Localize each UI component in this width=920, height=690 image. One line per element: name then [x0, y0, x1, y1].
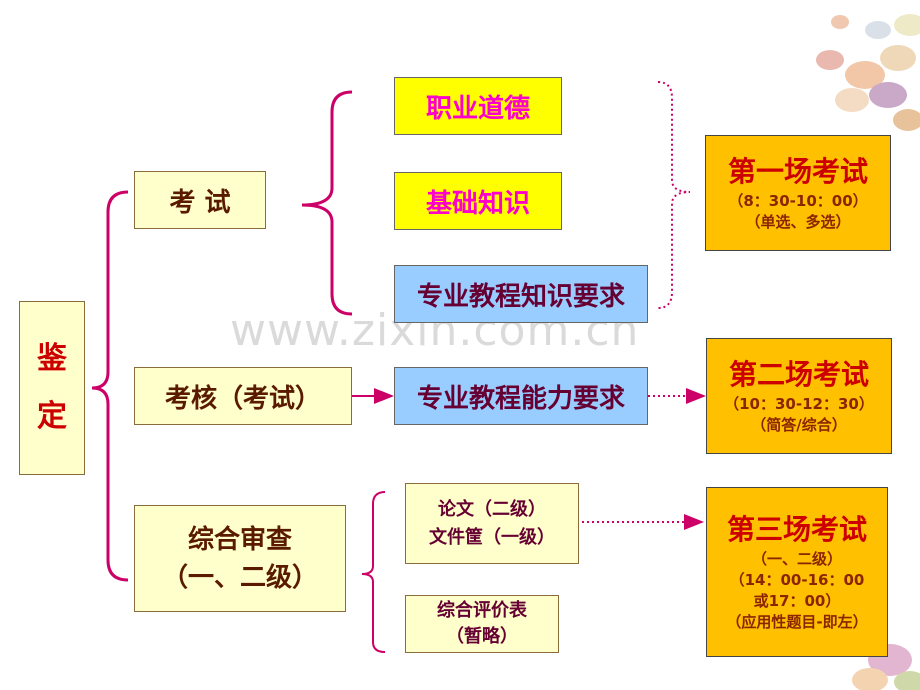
- root-node: 鉴 定: [19, 301, 85, 475]
- review-label-1: 综合审查: [187, 524, 292, 555]
- knowledge-node: 专业教程知识要求: [394, 265, 648, 323]
- ability-label: 专业教程能力要求: [416, 383, 625, 414]
- thesis-label-1: 论文（二级）: [438, 498, 546, 520]
- exam-label: 考 试: [169, 187, 231, 218]
- session3-node: 第三场考试 （一、二级） （14：00-16：00 或17：00） （应用性题目…: [706, 487, 888, 657]
- session2-time: （10：30-12：30）: [724, 395, 874, 413]
- session2-type: （简答/综合）: [751, 416, 847, 434]
- session2-node: 第二场考试 （10：30-12：30） （简答/综合）: [706, 338, 892, 454]
- evaluation-node: 综合评价表 （暂略）: [405, 595, 559, 653]
- bracket-session1: [657, 81, 691, 309]
- ethics-label: 职业道德: [425, 93, 530, 124]
- root-char-2: 定: [37, 399, 67, 434]
- evaluation-label-1: 综合评价表: [437, 600, 527, 621]
- review-node: 综合审查 （一、二级）: [134, 505, 346, 612]
- thesis-label-2: 文件筐（一级）: [429, 526, 555, 548]
- session1-time: （8：30-10：00）: [728, 192, 868, 210]
- assess-label: 考核（考试）: [164, 383, 321, 414]
- bracket-exam: [301, 90, 353, 316]
- evaluation-label-2: （暂略）: [446, 626, 518, 647]
- session1-type: （单选、多选）: [745, 213, 851, 231]
- session3-level: （一、二级）: [751, 550, 842, 568]
- thesis-node: 论文（二级） 文件筐（一级）: [405, 483, 579, 564]
- review-label-2: （一、二级）: [161, 562, 318, 593]
- candy-decoration: [816, 14, 920, 131]
- session2-title: 第二场考试: [728, 358, 869, 391]
- basics-node: 基础知识: [394, 172, 562, 230]
- ability-node: 专业教程能力要求: [394, 367, 648, 425]
- session3-title: 第三场考试: [726, 513, 867, 546]
- session3-type: （应用性题目-即左）: [726, 613, 868, 631]
- ethics-node: 职业道德: [394, 77, 562, 135]
- exam-node: 考 试: [134, 171, 266, 229]
- assess-node: 考核（考试）: [134, 367, 352, 425]
- knowledge-label: 专业教程知识要求: [416, 281, 625, 312]
- session3-alt: 或17：00）: [753, 592, 841, 610]
- session1-title: 第一场考试: [727, 155, 868, 188]
- root-char-1: 鉴: [37, 341, 67, 376]
- session1-node: 第一场考试 （8：30-10：00） （单选、多选）: [705, 135, 891, 251]
- bracket-root: [91, 190, 129, 582]
- basics-label: 基础知识: [425, 188, 530, 219]
- bracket-review: [361, 491, 386, 653]
- session3-time: （14：00-16：00: [729, 571, 865, 589]
